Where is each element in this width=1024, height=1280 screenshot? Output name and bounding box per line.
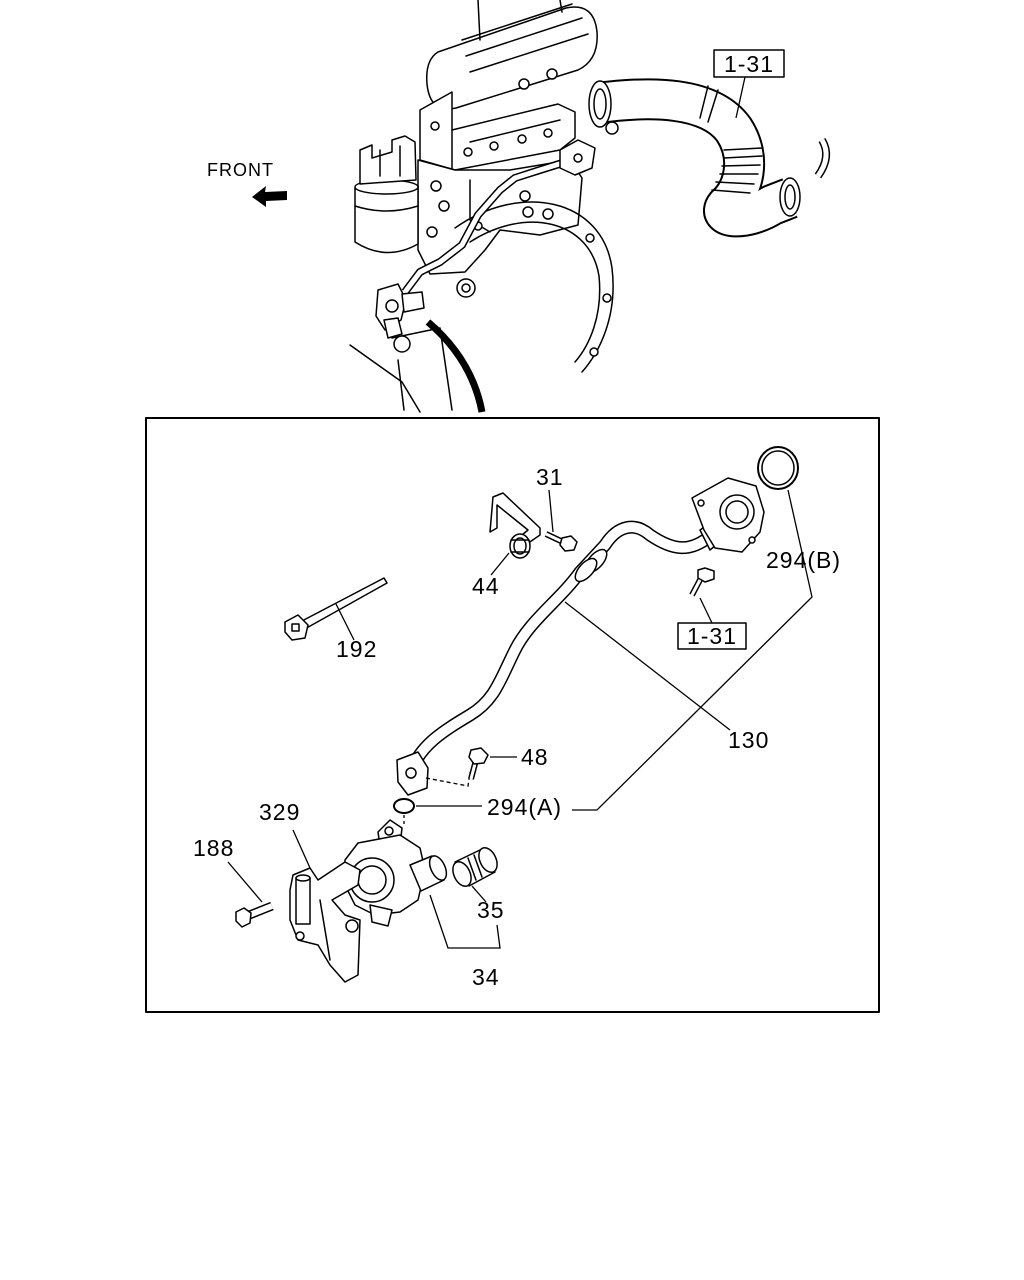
detail-pointer xyxy=(425,319,486,413)
callout-294b: 294(B) xyxy=(766,547,841,573)
bracket-bolt-188 xyxy=(235,901,274,928)
callout-34: 34 xyxy=(472,964,500,990)
detail-frame xyxy=(145,417,880,1013)
detail-view: 1-31 31 44 192 294(B) 130 48 294(A) 329 … xyxy=(145,417,880,1013)
intake-hose xyxy=(588,78,801,238)
callout-130: 130 xyxy=(728,727,769,753)
callout-192: 192 xyxy=(336,636,377,662)
oil-pan-edge xyxy=(349,327,453,413)
pipe-union-upper xyxy=(559,139,596,176)
pump-housing xyxy=(344,819,448,927)
pipe-fitting xyxy=(452,846,498,888)
callout-31: 31 xyxy=(536,464,564,490)
intake-manifold xyxy=(425,0,598,110)
o-ring-b xyxy=(757,446,799,490)
cable-tie xyxy=(284,577,388,641)
callout-48: 48 xyxy=(521,744,549,770)
callout-188: 188 xyxy=(193,835,234,861)
front-indicator: FRONT xyxy=(207,160,287,207)
flywheel-housing xyxy=(454,201,614,373)
callout-44: 44 xyxy=(472,573,500,599)
oil-pipe xyxy=(401,137,831,295)
engine-overview: 1-31 FRONT xyxy=(207,0,831,413)
front-arrow-icon xyxy=(252,186,287,207)
callout-35: 35 xyxy=(477,897,505,923)
housing-reference-callout: 1-31 xyxy=(677,622,747,650)
hose-reference-callout: 1-31 xyxy=(713,49,785,119)
flange-bolt xyxy=(468,747,489,780)
o-ring-a xyxy=(393,798,415,826)
valve-lower xyxy=(375,283,425,339)
water-pipe xyxy=(405,520,709,773)
bracket-bolt xyxy=(544,531,578,552)
housing-bolt xyxy=(689,567,715,597)
callout-labels: 31 44 192 294(B) 130 48 294(A) 329 188 3… xyxy=(193,464,841,990)
housing-reference-label: 1-31 xyxy=(687,623,737,649)
hose-reference-label: 1-31 xyxy=(724,51,774,77)
front-label: FRONT xyxy=(207,160,274,180)
head-cover xyxy=(419,91,576,171)
leader-lines xyxy=(227,489,813,949)
fuel-filter xyxy=(354,135,419,254)
callout-329: 329 xyxy=(259,799,300,825)
clamp-bracket xyxy=(489,492,541,559)
mounting-bracket xyxy=(289,861,361,983)
outlet-housing xyxy=(691,477,765,553)
pipe-flange xyxy=(396,751,471,796)
callout-294a: 294(A) xyxy=(487,794,562,820)
